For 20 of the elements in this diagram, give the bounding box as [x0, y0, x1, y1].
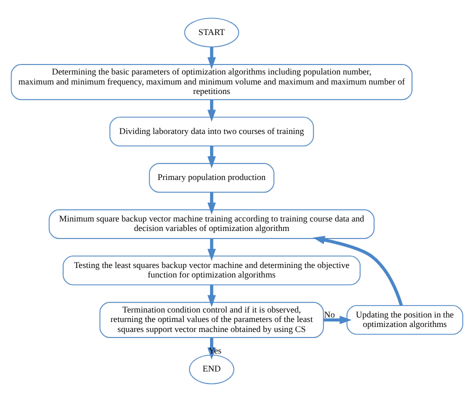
node-box: Determining the basic parameters of optimization algorithms including population number, maximum and minimum frequency, maximum and minimum volume and maximum and maximum number of repetitions: [10, 64, 412, 100]
edge-label: Yes: [208, 345, 222, 356]
edge-label: No: [324, 309, 335, 320]
node-box: Primary population production: [148, 163, 274, 193]
node-box: Termination condition control and if it is observed, returning the optimal values of the parameters of the least squares support vector machine obtained by using CS: [99, 302, 324, 338]
node-box: Dividing laboratory data into two courses of training: [109, 116, 314, 146]
node-box: Updating the position in the optimization algorithms: [346, 305, 464, 335]
node-ellipse: START: [184, 18, 240, 48]
arrow: [207, 238, 216, 261]
arrow: [207, 46, 216, 70]
node-box: Minimum square backup vector machine training according to training course data and decision variables of optimization algorithm: [48, 209, 375, 239]
arrow: [207, 338, 216, 360]
node-ellipse: END: [188, 354, 234, 384]
arrow: [207, 100, 216, 122]
arrow: [207, 284, 216, 308]
arrow: [207, 146, 216, 168]
arrow: [324, 316, 352, 324]
arrow: [207, 192, 216, 215]
arrow: [312, 236, 403, 306]
node-box: Testing the least squares backup vector machine and determining the objective function for optimization algorithms: [62, 256, 361, 286]
